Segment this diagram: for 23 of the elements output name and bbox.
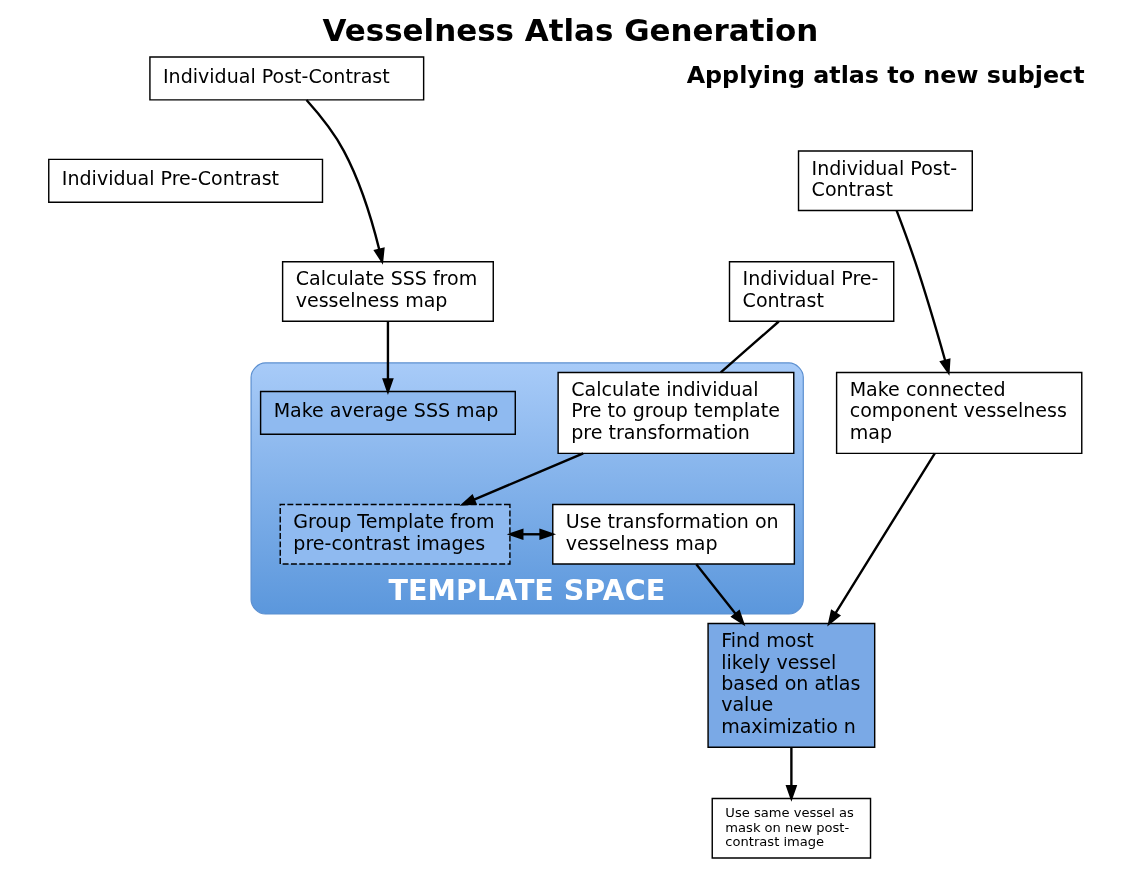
node-box: Calculate SSS from vesselness map — [281, 261, 494, 322]
node-box: Calculate individual Pre to group template pre transformation — [556, 371, 794, 455]
node-box: Use same vessel as mask on new post-contrast image — [711, 797, 871, 859]
arrow — [785, 747, 797, 802]
node-box: Individual Pre- Contrast — [728, 261, 894, 322]
node-box: Make connected component vesselness map — [835, 371, 1082, 455]
arrow — [381, 321, 394, 395]
arrow — [459, 452, 584, 506]
diagram-title: Vesselness Atlas Generation — [321, 12, 818, 49]
node-box: Find most likely vessel based on atlas value maximizatio n — [706, 622, 875, 749]
connector — [719, 320, 780, 374]
arrow — [506, 528, 556, 541]
node-box: Individual Pre-Contrast — [47, 158, 323, 203]
node-box: Group Template from pre-contrast images — [279, 503, 511, 565]
label: Applying atlas to new subject — [686, 61, 1085, 90]
node-box: Make average SSS map — [259, 390, 516, 436]
arrow — [305, 99, 385, 265]
node-box: Individual Post- Contrast — [797, 150, 973, 212]
arrow — [826, 452, 936, 627]
arrow — [895, 210, 951, 376]
node-box: Individual Post-Contrast — [148, 56, 424, 101]
arrow — [694, 563, 745, 627]
node-box: Use transformation on vesselness map — [551, 503, 795, 565]
